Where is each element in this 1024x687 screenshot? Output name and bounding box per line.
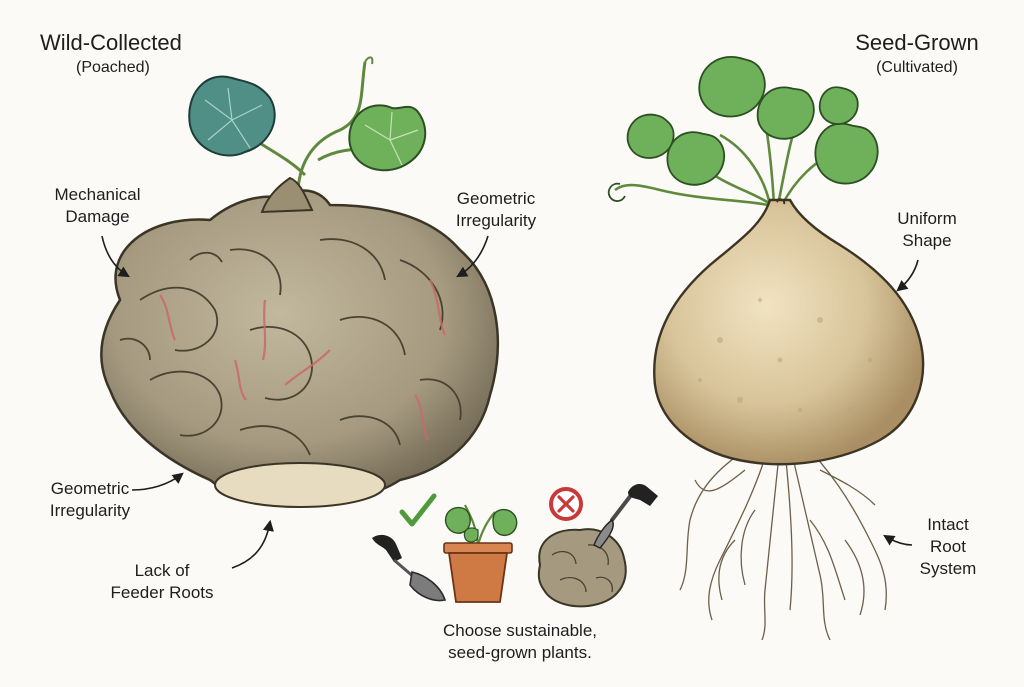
uniform-shape-arrow (896, 259, 919, 292)
sustainable-caption-line-1: Choose sustainable, (442, 621, 598, 640)
feeder-roots-line-2: Feeder Roots (110, 583, 214, 602)
seed-grown-subtitle: (Cultivated) (876, 59, 958, 76)
sustainable-caption-line-2: seed-grown plants. (448, 643, 592, 662)
geometric-irregularity-bottom-line-1: Geometric (50, 479, 130, 498)
wild-caudex-illustration (100, 56, 499, 508)
check-mark-icon (399, 493, 437, 527)
intact-root-system-line-3: System (919, 559, 977, 578)
geometric-irregularity-top-line-2: Irregularity (455, 211, 537, 230)
uniform-shape-line-2: Shape (902, 231, 952, 250)
seed-leaves (607, 56, 879, 202)
seed-grown-caudex-illustration (607, 56, 925, 641)
intact-root-system-line-1: Intact (927, 515, 969, 534)
seedling-pot-icon (443, 504, 518, 603)
geometric-irregularity-top-arrow (456, 235, 489, 278)
wild-leaf-green (348, 104, 427, 172)
feeder-roots-arrow (231, 519, 274, 569)
mechanical-damage-line-1: Mechanical (54, 185, 141, 204)
digging-tool-icon (593, 484, 658, 549)
mechanical-damage-label: Mechanical Damage (40, 184, 155, 228)
intact-root-system-arrow (883, 534, 913, 546)
wild-collected-subtitle: (Poached) (76, 59, 150, 76)
geometric-irregularity-bottom-arrow (131, 472, 184, 491)
sustainable-caption: Choose sustainable, seed-grown plants. (410, 620, 630, 664)
wild-leaf-teal (188, 75, 276, 157)
uniform-shape-label: Uniform Shape (882, 208, 972, 252)
seed-callout-arrows (883, 259, 919, 546)
intact-root-system-label: Intact Root System (908, 514, 988, 580)
no-entry-icon (549, 487, 583, 521)
geometric-irregularity-bottom-label: Geometric Irregularity (34, 478, 146, 522)
wild-callout-arrows (101, 235, 489, 569)
poached-tuber-icon (537, 528, 627, 608)
geometric-irregularity-top-label: Geometric Irregularity (440, 188, 552, 232)
wild-collected-title: Wild-Collected (40, 30, 182, 55)
geometric-irregularity-bottom-line-2: Irregularity (49, 501, 131, 520)
intact-root-system-line-2: Root (930, 537, 966, 556)
feeder-roots-label: Lack of Feeder Roots (96, 560, 228, 604)
seed-root-system (679, 439, 887, 641)
trowel-icon (372, 534, 447, 602)
feeder-roots-line-1: Lack of (134, 561, 190, 580)
geometric-irregularity-top-line-1: Geometric (456, 189, 536, 208)
uniform-shape-line-1: Uniform (897, 209, 957, 228)
mechanical-damage-line-2: Damage (65, 207, 130, 226)
seed-grown-title: Seed-Grown (855, 30, 979, 55)
mechanical-damage-arrow (101, 235, 130, 278)
